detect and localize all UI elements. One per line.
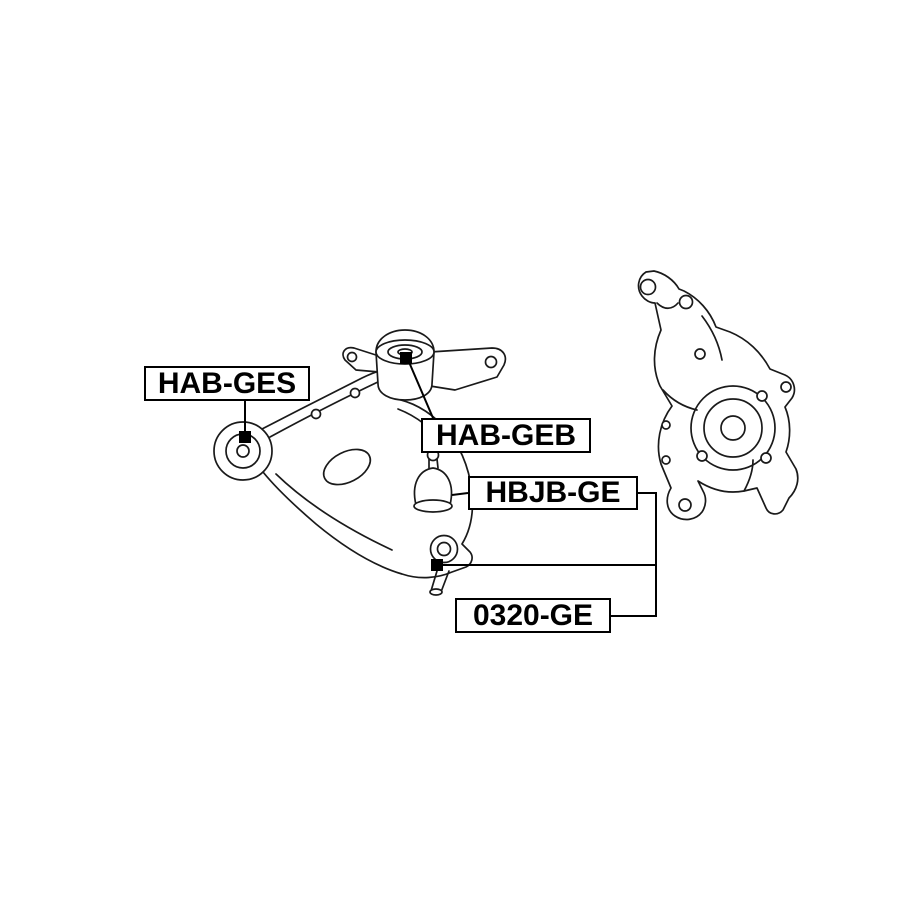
marker-hab-geb bbox=[400, 352, 412, 364]
bracket-bolt-hole-left bbox=[346, 351, 358, 363]
arm-lightening-hole bbox=[322, 448, 372, 486]
boot-flange bbox=[413, 499, 453, 513]
part-markers bbox=[239, 352, 443, 571]
bracket-bolt-hole-right bbox=[484, 355, 498, 369]
stud-sides bbox=[430, 570, 450, 593]
knuckle-inner-line-2 bbox=[701, 315, 723, 361]
steering-knuckle-drawing bbox=[637, 270, 799, 521]
leader-right-bracket bbox=[611, 492, 657, 617]
rear-bushing-drawing bbox=[213, 421, 273, 481]
leader-hbjb-ge bbox=[451, 492, 469, 496]
lower-tab-hole bbox=[678, 498, 692, 512]
part-label-hab-ges: HAB-GES bbox=[144, 366, 310, 401]
tie-rod-tab-hole bbox=[780, 381, 792, 393]
caliper-mount-hole-1 bbox=[661, 420, 671, 430]
part-label-0320-ge: 0320-GE bbox=[455, 598, 611, 633]
stud-tip bbox=[429, 588, 443, 596]
knuckle-fork-notch bbox=[656, 302, 679, 310]
ball-joint-housing-outer bbox=[429, 534, 459, 564]
leader-hab-geb bbox=[408, 361, 434, 419]
marker-hab-ges bbox=[239, 431, 251, 443]
hub-bolt-hole-1 bbox=[756, 390, 768, 402]
marker-0320-ge bbox=[431, 559, 443, 571]
leader-lines bbox=[244, 361, 657, 617]
arm-spot-hole-1 bbox=[310, 408, 322, 420]
upper-arm-hole bbox=[694, 348, 706, 360]
hub-bolt-hole-3 bbox=[696, 450, 708, 462]
hub-bolt-hole-2 bbox=[760, 452, 772, 464]
strut-ear-hole-rear bbox=[678, 294, 694, 310]
strut-ear-hole-front bbox=[639, 278, 657, 296]
arm-lower-ridge-line bbox=[275, 473, 393, 551]
ball-joint-stud-drawing bbox=[429, 570, 450, 596]
arm-spot-hole-2 bbox=[349, 387, 361, 399]
boot-dome bbox=[413, 467, 453, 506]
part-label-hab-geb: HAB-GEB bbox=[421, 418, 591, 453]
knuckle-inner-line-1 bbox=[662, 389, 698, 411]
rear-bushing-center bbox=[236, 444, 250, 458]
boot-pin bbox=[428, 458, 439, 469]
ball-joint-housing-inner bbox=[436, 541, 452, 557]
ball-joint-boot-drawing bbox=[413, 448, 453, 513]
arm-top-inner-line bbox=[269, 380, 381, 438]
hub-circle-center bbox=[720, 415, 746, 441]
bracket-plate-right bbox=[429, 347, 507, 391]
front-bushing-drawing bbox=[342, 329, 507, 401]
part-label-hbjb-ge: HBJB-GE bbox=[468, 476, 638, 510]
caliper-mount-hole-2 bbox=[661, 455, 671, 465]
knuckle-inner-line-3 bbox=[743, 459, 754, 492]
